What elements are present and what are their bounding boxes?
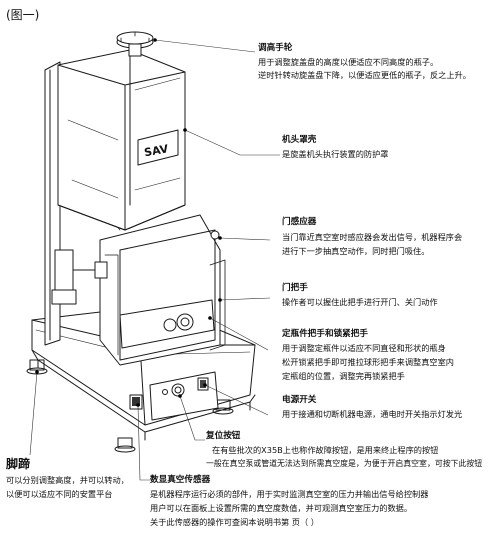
vacuum-chamber xyxy=(99,214,226,366)
callout-line: 松开锁紧把手即可推拉球形把手来调整真空室内 xyxy=(282,357,454,367)
callout-line: 是旋盖机头执行装置的防护罩 xyxy=(282,149,389,159)
vacuum-sensor-display xyxy=(129,394,143,410)
callout-line: 操作者可以握住此把手进行开门、关门动作 xyxy=(282,297,438,307)
leader-lines xyxy=(29,39,280,481)
callout-title: 复位按钮 xyxy=(206,431,241,441)
callout-line: 当门靠近真空室时感应器会发出信号，机器程序会 xyxy=(282,232,463,242)
control-panel xyxy=(129,371,219,421)
callout-line: 用于接通和切断机器电源，通电时开关指示灯发光 xyxy=(282,409,463,419)
logo-badge xyxy=(137,129,179,166)
valve-assembly xyxy=(51,249,108,305)
callout-title: 定瓶件把手和锁紧把手 xyxy=(282,329,368,339)
callout-line: 进行下一步抽真空动作，同时把门吸住。 xyxy=(282,246,430,256)
callout-line: 是机器程序运行必须的部件，用于实时监测真空室的压力并输出信号给控制器 xyxy=(150,489,429,499)
callout-title: 门把手 xyxy=(282,283,308,293)
figure-title: (图一) xyxy=(6,8,40,22)
callout-title: 脚蹄 xyxy=(6,457,31,471)
door-sensor-icon xyxy=(210,230,220,240)
callout-line: 逆时针转动旋盖盘下降，以便适应更低的瓶子，反之上升。 xyxy=(258,70,471,80)
callout-line: 用于调整旋盖盘的高度以便适应不同高度的瓶子。 xyxy=(258,57,439,67)
callout-line: 关于此传感器的操作可查阅本说明书第 页（ ） xyxy=(150,517,319,527)
leader-dots xyxy=(35,38,222,407)
head-cover: SAV xyxy=(57,49,186,231)
callout-line: 以便可以适应不同的安置平台 xyxy=(6,489,113,499)
callout-line: 用于调整定瓶件以适应不同直径和形状的瓶身 xyxy=(282,343,446,353)
reset-button-icon xyxy=(171,383,185,397)
callout-title: 数显真空传感器 xyxy=(150,475,211,485)
callout-title: 调高手轮 xyxy=(258,43,293,53)
callout-line: 用户可以在面板上设置所需的真空度数值，并可观测真空室压力的数据。 xyxy=(150,503,413,513)
callout-line: 定瓶组的位置，调整完再锁紧把手 xyxy=(282,371,405,381)
height-wheel-icon xyxy=(116,31,154,57)
callout-title: 门感应器 xyxy=(282,217,317,227)
power-switch-icon xyxy=(197,377,209,391)
callout-title: 电源开关 xyxy=(282,395,317,405)
callout-title: 机头罩壳 xyxy=(282,135,317,145)
door-handle-icon xyxy=(163,318,177,332)
feet xyxy=(26,359,234,453)
logo-text: SAV xyxy=(143,142,170,159)
callout-line: 在有些批次的X35B上也称作故障按钮，是用来终止程序的按钮 xyxy=(212,445,439,455)
callout-line: 可以分别调整高度，并可以转动， xyxy=(6,475,129,485)
callout-line: 一般在真空泵或管道无法达到所需真空度是，为便于开启真空室，可按下此按钮 xyxy=(206,459,483,468)
